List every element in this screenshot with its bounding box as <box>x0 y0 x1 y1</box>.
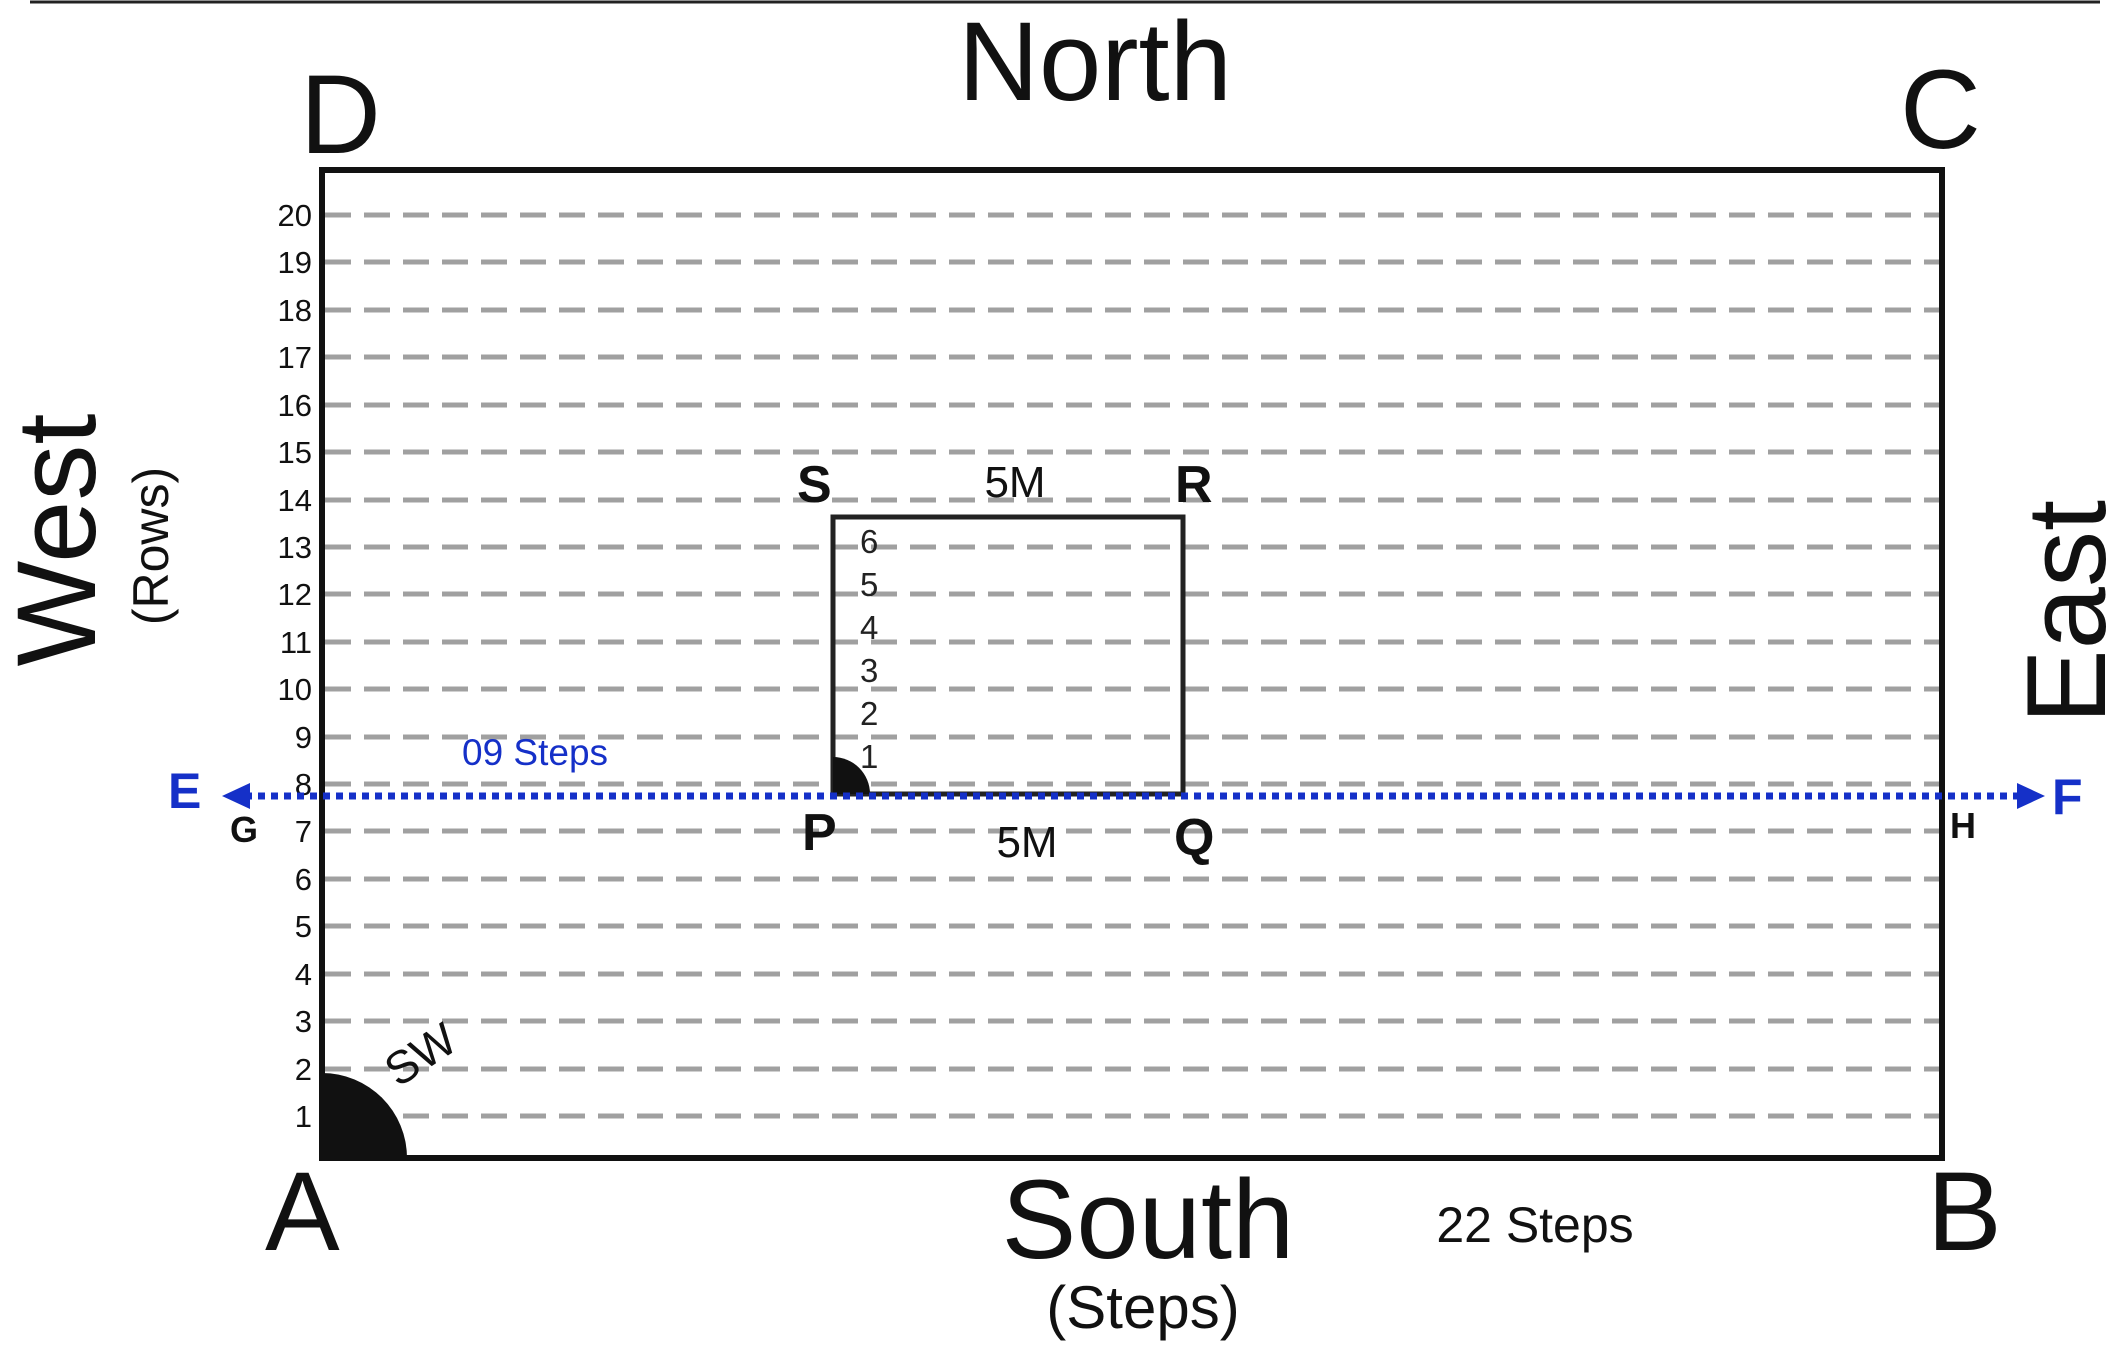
quadrat-row-2: 2 <box>860 695 878 732</box>
point-q-label: Q <box>1174 809 1214 867</box>
transect-arrow-east <box>2017 783 2045 809</box>
quadrat-row-3: 3 <box>860 652 878 689</box>
corner-a-label: A <box>265 1149 340 1274</box>
row-number-13: 13 <box>278 530 312 565</box>
quadrat-row-1: 1 <box>860 738 878 775</box>
east-label: East <box>2004 500 2120 724</box>
point-s-label: S <box>797 456 832 514</box>
field-boundary <box>319 167 1945 1161</box>
southwest-quarter-circle <box>322 1073 407 1158</box>
quadrat-row-6: 6 <box>860 523 878 560</box>
row-number-10: 10 <box>278 672 312 707</box>
row-lines <box>325 212 1940 1119</box>
point-g-label: G <box>230 809 258 850</box>
row-number-12: 12 <box>278 577 312 612</box>
row-number-16: 16 <box>278 388 312 423</box>
row-number-18: 18 <box>278 293 312 328</box>
row-number-3: 3 <box>295 1004 312 1039</box>
point-p-label: P <box>802 804 837 862</box>
row-number-6: 6 <box>295 862 312 897</box>
south-sub-label: (Steps) <box>1046 1274 1239 1341</box>
row-number-17: 17 <box>278 340 312 375</box>
west-sub-label: (Rows) <box>123 467 179 625</box>
corner-b-label: B <box>1927 1149 2002 1274</box>
quadrat-row-4: 4 <box>860 609 878 646</box>
row-number-19: 19 <box>278 245 312 280</box>
row-number-4: 4 <box>295 957 312 992</box>
west-label: West <box>0 413 119 666</box>
row-number-11: 11 <box>280 625 312 660</box>
row-number-5: 5 <box>295 909 312 944</box>
north-label: North <box>958 0 1232 124</box>
transect-f-label: F <box>2052 769 2083 825</box>
transect-arrow-west <box>222 783 250 809</box>
quadrat-bottom-length: 5M <box>996 818 1057 867</box>
corner-d-label: D <box>300 52 381 177</box>
point-r-label: R <box>1175 456 1213 514</box>
row-number-15: 15 <box>278 435 312 470</box>
row-number-14: 14 <box>278 483 312 518</box>
total-steps-label: 22 Steps <box>1436 1197 1633 1253</box>
row-number-2: 2 <box>295 1052 312 1087</box>
quadrat-origin-marker <box>833 757 870 794</box>
row-number-1: 1 <box>295 1099 312 1134</box>
quadrat-top-length: 5M <box>984 458 1045 507</box>
south-label: South <box>1002 1157 1295 1282</box>
transect-e-label: E <box>168 763 201 819</box>
quadrat-pqrs <box>830 514 1186 797</box>
row-number-9: 9 <box>295 720 312 755</box>
point-h-label: H <box>1950 805 1976 846</box>
transect-steps-label: 09 Steps <box>462 732 608 773</box>
row-number-7: 7 <box>295 814 312 849</box>
quadrat-row-5: 5 <box>860 566 878 603</box>
row-number-20: 20 <box>278 198 312 233</box>
southwest-label: SW <box>375 1012 466 1096</box>
corner-c-label: C <box>1900 47 1981 172</box>
